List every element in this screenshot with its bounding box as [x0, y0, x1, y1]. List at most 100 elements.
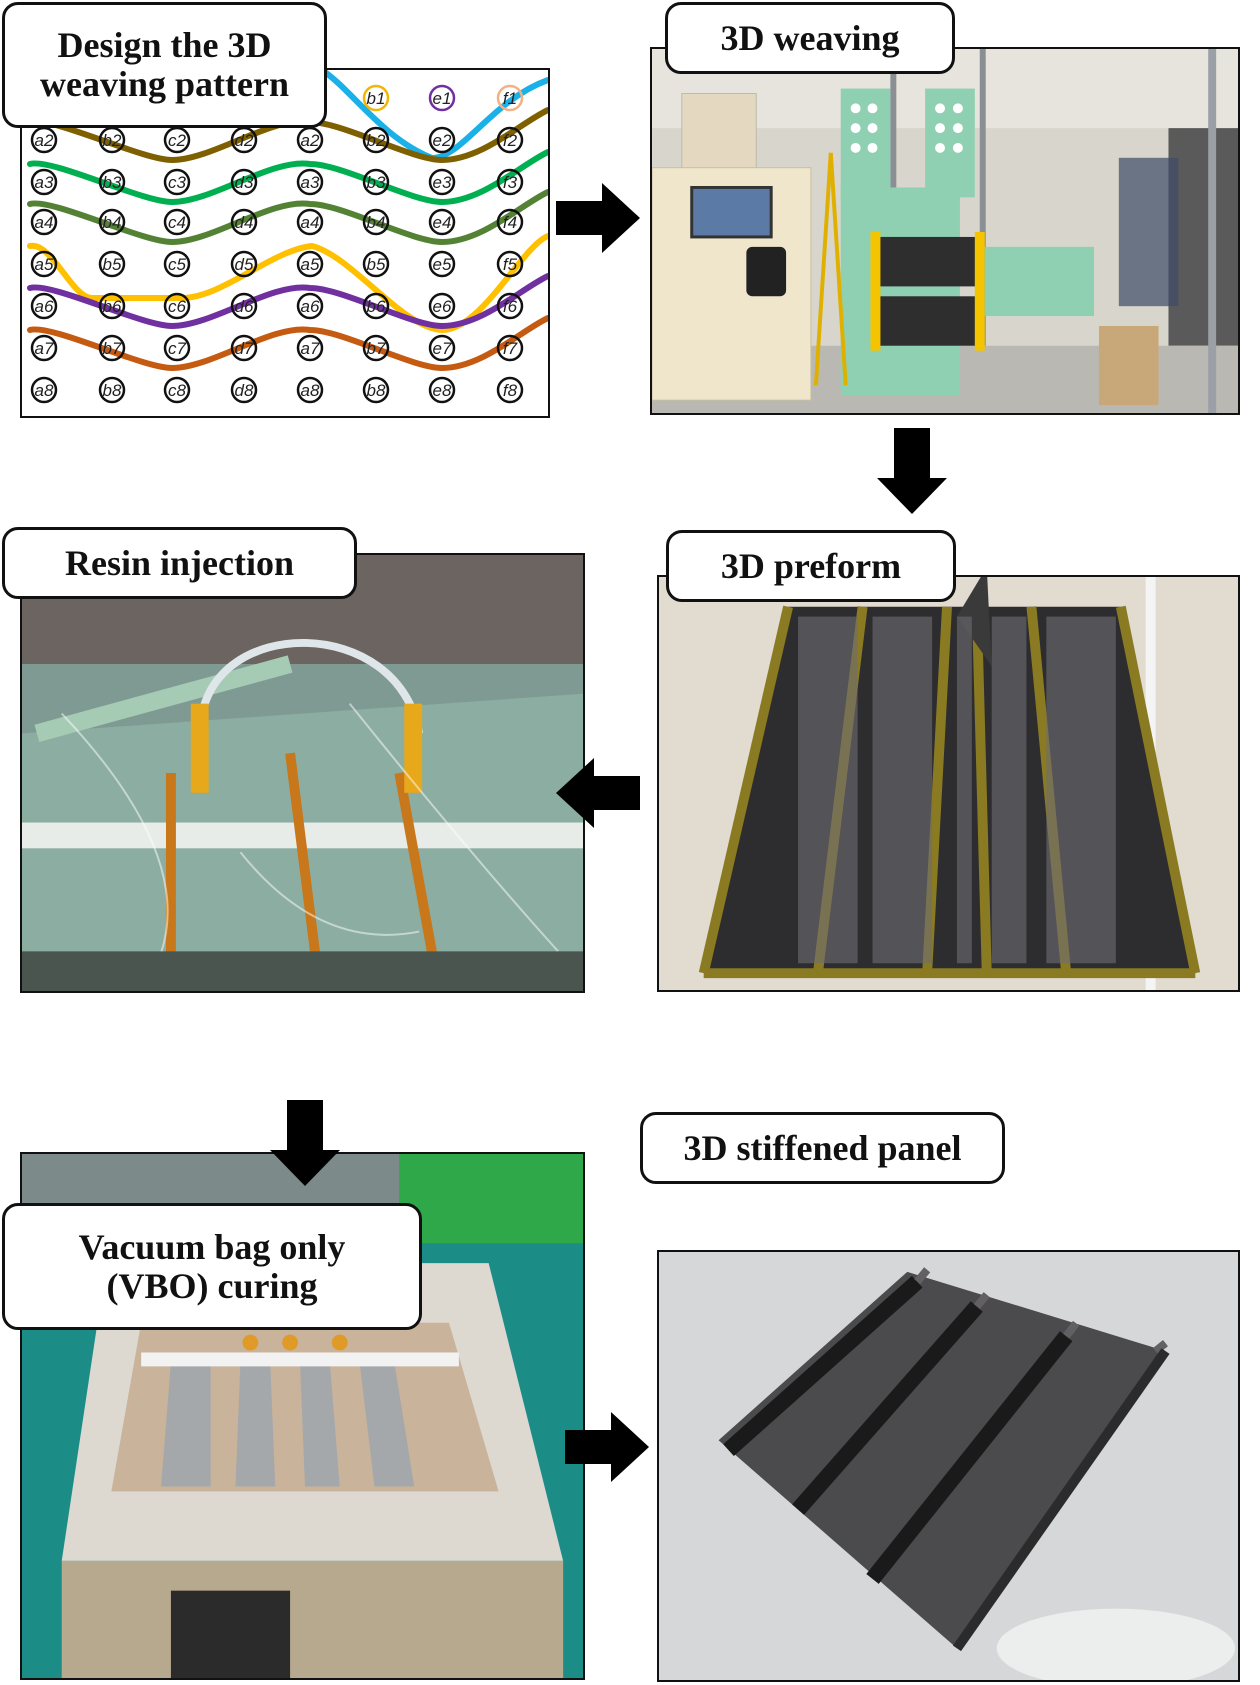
yarn-node: e8: [428, 376, 456, 404]
yarn-node-label: b8: [103, 381, 122, 400]
step-label-design: Design the 3D weaving pattern: [2, 2, 327, 128]
yarn-node-label: a5: [301, 255, 320, 274]
yarn-node: c8: [163, 376, 191, 404]
yarn-node: c4: [163, 208, 191, 236]
yarn-node-label: d2: [235, 131, 254, 150]
yarn-node-label: d5: [235, 255, 254, 274]
yarn-node-label: b6: [367, 297, 386, 316]
yarn-node: d4: [230, 208, 258, 236]
step-label-design-line1: Design the 3D: [57, 25, 272, 66]
yarn-node: b8: [98, 376, 126, 404]
yarn-node-label: d7: [235, 339, 254, 358]
yarn-node: b6: [362, 292, 390, 320]
yarn-node: e1: [428, 84, 456, 112]
step-label-vbo-line1: Vacuum bag only: [78, 1226, 346, 1267]
yarn-node-label: a7: [301, 339, 320, 358]
yarn-node-label: d3: [235, 173, 254, 192]
yarn-node: d5: [230, 250, 258, 278]
yarn-node-label: b5: [367, 255, 386, 274]
yarn-node-label: d4: [235, 213, 254, 232]
yarn-node-label: f2: [503, 131, 518, 150]
yarn-node-label: a8: [301, 381, 320, 400]
step-label-panel: 3D stiffened panel: [640, 1112, 1005, 1184]
yarn-node-label: b5: [103, 255, 122, 274]
yarn-node: b6: [98, 292, 126, 320]
yarn-node: f2: [496, 126, 524, 154]
yarn-node: a8: [296, 376, 324, 404]
yarn-node: b8: [362, 376, 390, 404]
yarn-path: [27, 189, 548, 246]
yarn-node-label: a6: [301, 297, 320, 316]
yarn-node-label: e2: [433, 131, 452, 150]
yarn-node: c6: [163, 292, 191, 320]
yarn-node: b4: [98, 208, 126, 236]
yarn-node: c5: [163, 250, 191, 278]
yarn-node-label: e4: [433, 213, 452, 232]
yarn-node: f8: [496, 376, 524, 404]
step-label-vbo-line2: (VBO) curing: [106, 1265, 318, 1306]
yarn-node: a7: [296, 334, 324, 362]
yarn-node-label: b8: [367, 381, 386, 400]
yarn-node-label: a4: [301, 213, 320, 232]
step-label-resin: Resin injection: [2, 527, 357, 599]
step-label-preform-text: 3D preform: [720, 545, 902, 586]
yarn-node: b3: [362, 168, 390, 196]
step-label-design-line2: weaving pattern: [40, 64, 289, 104]
yarn-node-label: f7: [503, 339, 518, 358]
yarn-node-label: c3: [168, 173, 187, 192]
yarn-node: e6: [428, 292, 456, 320]
yarn-node-label: b1: [367, 89, 386, 108]
yarn-node: d8: [230, 376, 258, 404]
yarn-node-label: a2: [301, 131, 320, 150]
resin-injection-photo: [20, 553, 585, 993]
yarn-node: a4: [296, 208, 324, 236]
stiffened-panel-photo: [657, 1250, 1240, 1682]
arrow-right-icon: [556, 183, 640, 253]
arrow-down-icon: [877, 428, 947, 514]
yarn-node: f3: [496, 168, 524, 196]
yarn-node: a3: [30, 168, 58, 196]
yarn-node-label: c4: [168, 213, 186, 232]
yarn-node-label: c2: [168, 131, 187, 150]
step-label-weaving-text: 3D weaving: [720, 17, 900, 58]
yarn-node-label: c8: [168, 381, 187, 400]
arrow-right-icon: [565, 1412, 649, 1482]
yarn-node: b5: [98, 250, 126, 278]
yarn-node: a6: [296, 292, 324, 320]
yarn-node: e2: [428, 126, 456, 154]
yarn-node-label: b2: [103, 131, 122, 150]
yarn-path: [27, 149, 548, 206]
yarn-node-label: b4: [367, 213, 386, 232]
yarn-node-label: c6: [168, 297, 187, 316]
yarn-node: f6: [496, 292, 524, 320]
yarn-node-label: a5: [35, 255, 54, 274]
yarn-node: d6: [230, 292, 258, 320]
yarn-node-label: a6: [35, 297, 54, 316]
yarn-node-label: e3: [433, 173, 452, 192]
yarn-node-label: e7: [433, 339, 452, 358]
arrow-down-icon: [270, 1100, 340, 1186]
yarn-node-label: a4: [35, 213, 54, 232]
step-label-vbo: Vacuum bag only (VBO) curing: [2, 1203, 422, 1330]
yarn-node-label: a8: [35, 381, 54, 400]
yarn-node-label: b6: [103, 297, 122, 316]
yarn-node: b4: [362, 208, 390, 236]
yarn-node: f7: [496, 334, 524, 362]
yarn-node: a5: [30, 250, 58, 278]
yarn-node-label: e5: [433, 255, 452, 274]
yarn-node: b7: [98, 334, 126, 362]
yarn-node-label: b3: [367, 173, 386, 192]
step-label-resin-text: Resin injection: [65, 542, 294, 583]
yarn-node: c2: [163, 126, 191, 154]
yarn-node: a2: [30, 126, 58, 154]
yarn-path: [27, 315, 548, 372]
step-label-weaving: 3D weaving: [665, 2, 955, 74]
yarn-node: a7: [30, 334, 58, 362]
yarn-node: f5: [496, 250, 524, 278]
yarn-node-label: b2: [367, 131, 386, 150]
yarn-node-label: b7: [367, 339, 386, 358]
yarn-node: a6: [30, 292, 58, 320]
yarn-node-label: f6: [503, 297, 518, 316]
yarn-node-label: d8: [235, 381, 254, 400]
weaving-machine-photo: [650, 47, 1240, 415]
